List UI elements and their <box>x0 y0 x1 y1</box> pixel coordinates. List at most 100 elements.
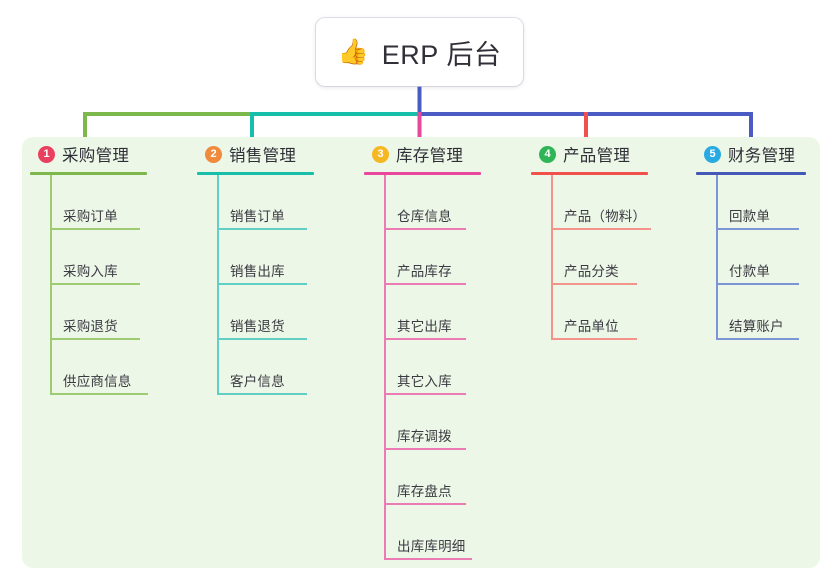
branch-item-rule <box>384 393 466 395</box>
branch-item-rule <box>384 338 466 340</box>
branch-item-rule <box>50 338 140 340</box>
branch-item[interactable]: 产品库存 <box>384 230 481 285</box>
branch-spine <box>50 175 52 395</box>
branch-title-rule <box>30 172 147 175</box>
branch-title: 财务管理 <box>728 147 796 165</box>
branch-spine <box>551 175 553 340</box>
branch-title: 产品管理 <box>563 147 631 165</box>
branch-item-rule <box>50 228 140 230</box>
branch-item-label: 产品单位 <box>564 319 619 334</box>
branch-item-rule <box>217 283 307 285</box>
branch-items: 仓库信息产品库存其它出库其它入库库存调拨库存盘点出库库明细 <box>384 175 481 560</box>
branch-spine <box>217 175 219 395</box>
branch-number-badge: 3 <box>372 145 389 163</box>
branch-item-label: 结算账户 <box>729 319 784 334</box>
branch-number-badge: 1 <box>38 145 55 163</box>
branch-item-rule <box>384 283 466 285</box>
root-node-content: 👍 ERP 后台 <box>338 33 502 72</box>
branch-item-label: 付款单 <box>729 264 771 279</box>
branch-header-5[interactable]: 5 财务管理 <box>696 137 806 171</box>
branch-column-4: 4 产品管理产品（物料） 产品分类产品单位 <box>531 137 651 340</box>
branch-item-rule <box>50 283 140 285</box>
branch-item-label: 供应商信息 <box>63 374 132 389</box>
branch-number-badge: 4 <box>539 145 556 163</box>
branch-item[interactable]: 出库库明细 <box>384 505 481 560</box>
branch-item[interactable]: 产品分类 <box>551 230 648 285</box>
branch-item-label: 库存盘点 <box>397 484 452 499</box>
branch-item-rule <box>217 228 307 230</box>
branch-item-label: 库存调拨 <box>397 429 452 444</box>
branch-item-label: 采购入库 <box>63 264 118 279</box>
branch-item-label: 回款单 <box>729 209 771 224</box>
branch-item-label: 出库库明细 <box>397 539 466 554</box>
branch-item-label: 销售退货 <box>230 319 285 334</box>
branch-header-4[interactable]: 4 产品管理 <box>531 137 648 171</box>
branch-item[interactable]: 库存调拨 <box>384 395 481 450</box>
branch-item-rule <box>716 338 799 340</box>
branch-items: 销售订单销售出库销售退货客户信息 <box>217 175 314 395</box>
branch-item[interactable]: 产品（物料） <box>551 175 651 230</box>
branch-item-rule <box>551 228 651 230</box>
branch-number-badge: 5 <box>704 145 721 163</box>
branch-item[interactable]: 采购入库 <box>50 230 147 285</box>
branch-item[interactable]: 结算账户 <box>716 285 806 340</box>
branch-item-rule <box>384 228 466 230</box>
branch-title-rule <box>197 172 314 175</box>
branch-title-rule <box>531 172 648 175</box>
branch-items: 回款单付款单结算账户 <box>716 175 806 340</box>
branch-item-label: 仓库信息 <box>397 209 452 224</box>
branch-item[interactable]: 仓库信息 <box>384 175 481 230</box>
branch-item-rule <box>551 338 637 340</box>
branch-item-label: 其它入库 <box>397 374 452 389</box>
branch-item[interactable]: 其它入库 <box>384 340 481 395</box>
branch-item[interactable]: 采购退货 <box>50 285 147 340</box>
branch-column-3: 3 库存管理仓库信息产品库存其它出库其它入库库存调拨库存盘点出库库明细 <box>364 137 481 560</box>
branch-item-rule <box>716 228 799 230</box>
branch-item[interactable]: 回款单 <box>716 175 806 230</box>
branch-item-rule <box>217 338 307 340</box>
root-node[interactable]: 👍 ERP 后台 <box>316 18 523 86</box>
root-title: ERP 后台 <box>381 39 502 70</box>
branch-item-label: 采购订单 <box>63 209 118 224</box>
branch-item-label: 产品库存 <box>397 264 452 279</box>
branch-column-5: 5 财务管理回款单付款单结算账户 <box>696 137 806 340</box>
branch-title: 采购管理 <box>62 147 130 165</box>
branch-item-label: 销售订单 <box>230 209 285 224</box>
branch-item[interactable]: 销售退货 <box>217 285 314 340</box>
branch-header-1[interactable]: 1 采购管理 <box>30 137 147 171</box>
branch-item[interactable]: 付款单 <box>716 230 806 285</box>
branch-column-1: 1 采购管理采购订单采购入库采购退货供应商信息 <box>30 137 148 395</box>
branch-item-rule <box>384 558 472 560</box>
branch-title: 销售管理 <box>229 147 297 165</box>
branch-item-rule <box>551 283 637 285</box>
branch-spine <box>384 175 386 560</box>
branch-item-rule <box>50 393 148 395</box>
branch-header-3[interactable]: 3 库存管理 <box>364 137 481 171</box>
branch-item[interactable]: 其它出库 <box>384 285 481 340</box>
branch-item-label: 销售出库 <box>230 264 285 279</box>
branch-item-rule <box>384 448 466 450</box>
branch-items: 产品（物料） 产品分类产品单位 <box>551 175 651 340</box>
branch-item[interactable]: 库存盘点 <box>384 450 481 505</box>
branch-item-rule <box>217 393 307 395</box>
branch-item[interactable]: 客户信息 <box>217 340 314 395</box>
branch-item[interactable]: 供应商信息 <box>50 340 148 395</box>
branch-item-label: 产品分类 <box>564 264 619 279</box>
branch-item-label: 其它出库 <box>397 319 452 334</box>
branch-item[interactable]: 采购订单 <box>50 175 147 230</box>
branch-item[interactable]: 销售出库 <box>217 230 314 285</box>
branch-title-rule <box>696 172 806 175</box>
branch-title: 库存管理 <box>396 147 464 165</box>
branch-item-rule <box>384 503 466 505</box>
branch-item-rule <box>716 283 799 285</box>
branch-item-label: 产品（物料） <box>564 209 647 224</box>
branch-item[interactable]: 销售订单 <box>217 175 314 230</box>
branch-spine <box>716 175 718 340</box>
branches-panel <box>22 137 820 568</box>
branch-title-rule <box>364 172 481 175</box>
branch-item[interactable]: 产品单位 <box>551 285 648 340</box>
branch-items: 采购订单采购入库采购退货供应商信息 <box>50 175 148 395</box>
